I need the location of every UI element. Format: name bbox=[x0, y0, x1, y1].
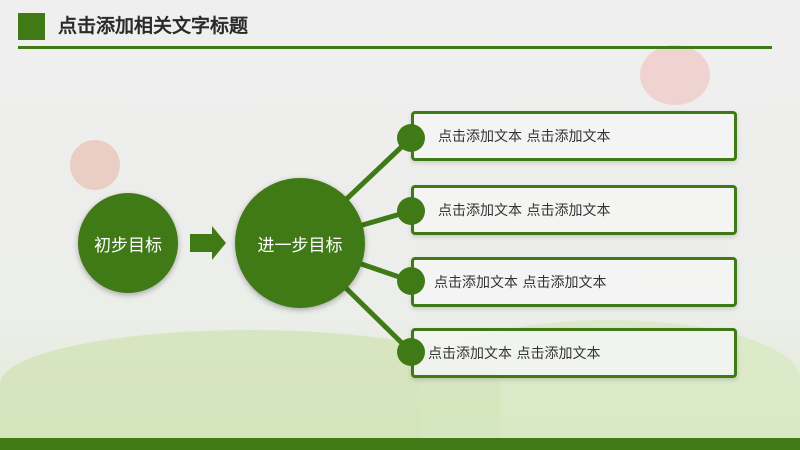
text-box-4[interactable]: 点击添加文本 点击添加文本 bbox=[411, 328, 737, 378]
arrow-right-icon bbox=[190, 226, 226, 260]
text-box-3[interactable]: 点击添加文本 点击添加文本 bbox=[411, 257, 737, 307]
text-box-label: 点击添加文本 点击添加文本 bbox=[438, 203, 611, 219]
start-goal-circle: 初步目标 bbox=[78, 193, 178, 293]
connector-dot bbox=[397, 338, 425, 366]
text-box-1[interactable]: 点击添加文本 点击添加文本 bbox=[411, 111, 737, 161]
connector-dot bbox=[397, 197, 425, 225]
bird-decoration bbox=[640, 45, 710, 105]
balloon-decoration bbox=[70, 140, 120, 190]
text-box-label: 点击添加文本 点击添加文本 bbox=[428, 346, 601, 362]
text-box-label: 点击添加文本 点击添加文本 bbox=[438, 129, 611, 145]
title-divider bbox=[18, 46, 772, 49]
title-marker bbox=[18, 13, 45, 40]
page-title: 点击添加相关文字标题 bbox=[58, 15, 249, 37]
connector-dot bbox=[397, 124, 425, 152]
connector-dot bbox=[397, 267, 425, 295]
text-box-2[interactable]: 点击添加文本 点击添加文本 bbox=[411, 185, 737, 235]
next-goal-circle: 进一步目标 bbox=[235, 178, 365, 308]
footer-bar bbox=[0, 438, 800, 450]
text-box-label: 点击添加文本 点击添加文本 bbox=[434, 275, 607, 291]
